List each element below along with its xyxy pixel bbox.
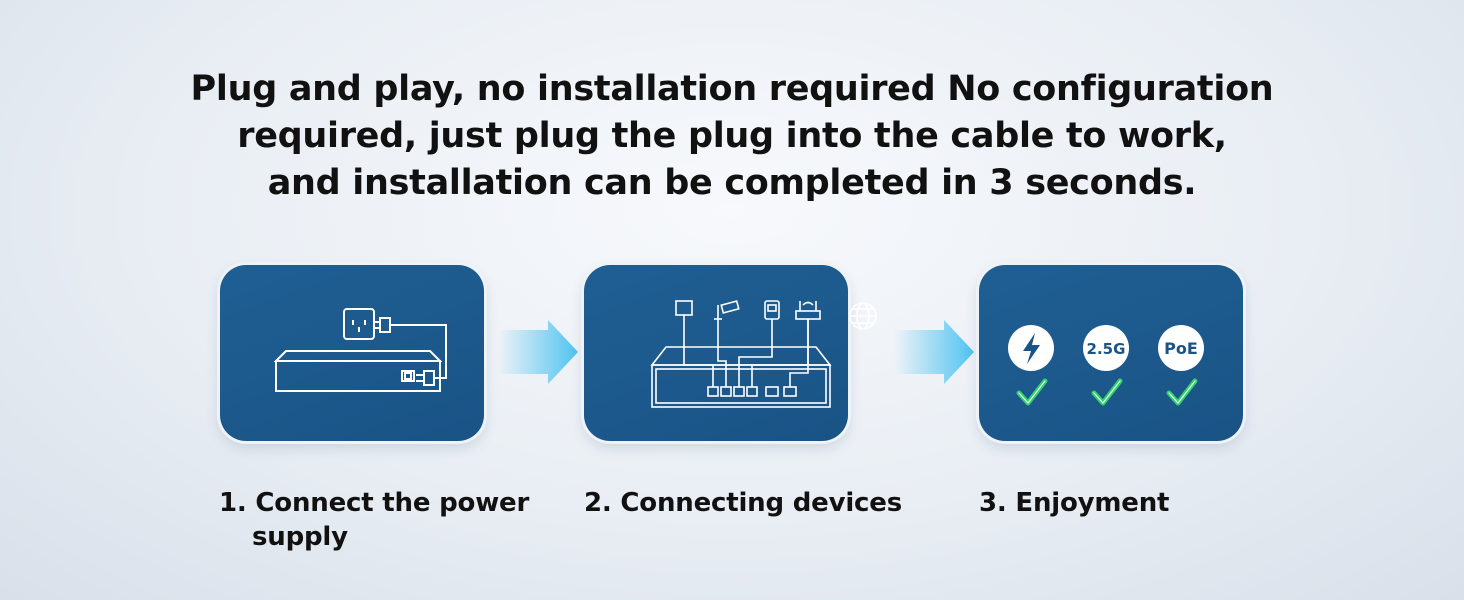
headline-line-3: and installation can be completed in 3 s… [267,163,1197,203]
step-2-label: 2. Connecting devices [584,486,902,520]
step-1-card [220,265,484,441]
step-1-label-line-1: 1. Connect the power [219,488,530,518]
checkmark-icon [1016,378,1048,406]
arrow-right-icon [498,320,578,384]
step-3-card: 2.5G PoE [979,265,1243,441]
power-plug-icon [273,308,447,392]
step-1-label: 1. Connect the power supply [219,486,529,554]
checkmark-icon [1166,378,1198,406]
arrow-right-icon [894,320,974,384]
features-icon: 2.5G PoE [1008,325,1204,406]
step-3-label: 3. Enjoyment [979,486,1169,520]
poe-badge: PoE [1158,325,1204,371]
network-switch-icon [650,300,832,408]
lightning-icon [1008,325,1054,371]
step-2-card [584,265,877,441]
speed-badge: 2.5G [1083,325,1129,371]
svg-text:PoE: PoE [1164,339,1198,358]
svg-text:2.5G: 2.5G [1087,340,1126,358]
step-3-label-line-1: 3. Enjoyment [979,488,1170,518]
checkmark-icon [1091,378,1123,406]
headline: Plug and play, no installation required … [0,66,1464,207]
step-1-label-line-2: supply [252,522,348,552]
headline-line-1: Plug and play, no installation required … [190,69,1274,109]
step-2-label-line-1: 2. Connecting devices [584,488,902,518]
headline-line-2: required, just plug the plug into the ca… [237,116,1227,156]
globe-icon [849,302,877,330]
